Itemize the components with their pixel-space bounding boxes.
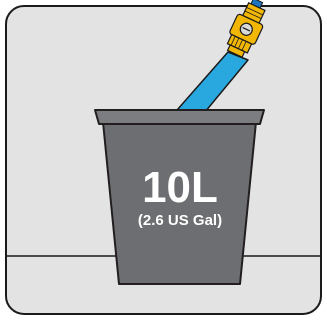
volume-gallons-label: (2.6 US Gal) <box>138 212 222 229</box>
volume-liters-label: 10L <box>142 163 218 212</box>
